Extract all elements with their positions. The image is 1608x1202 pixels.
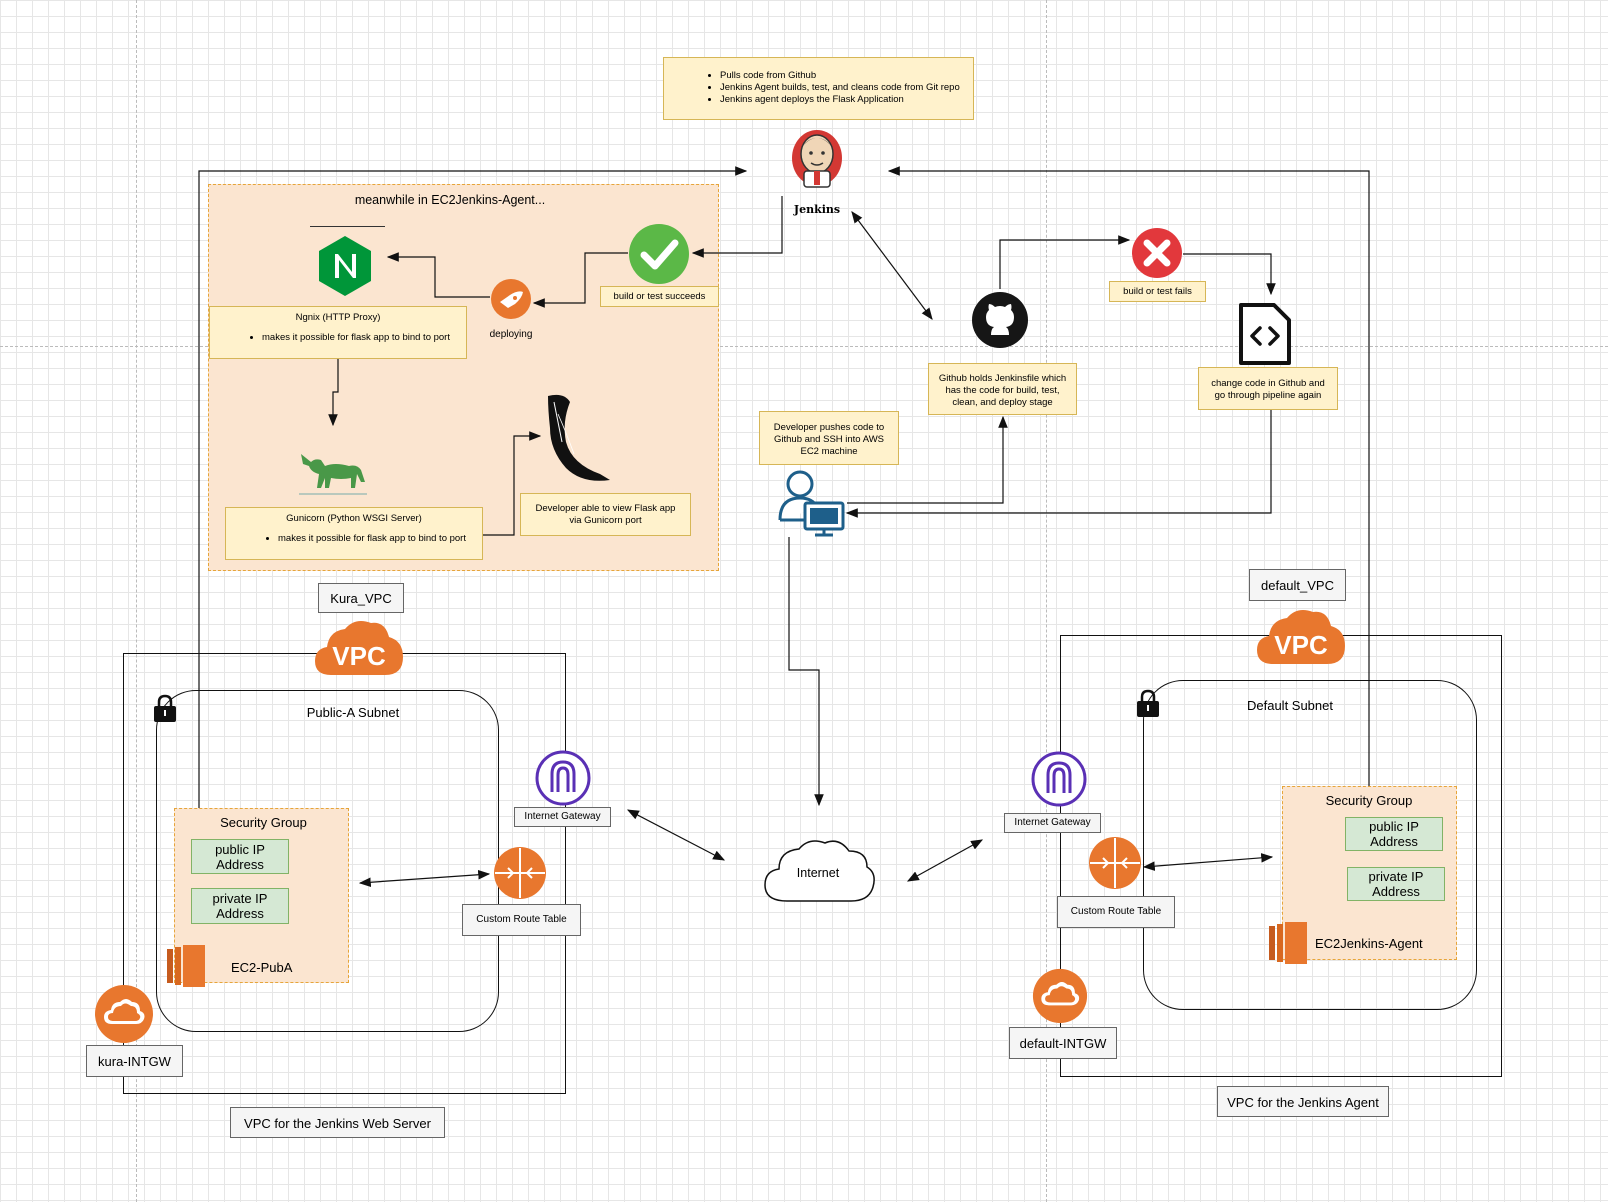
default-intgw-label[interactable]: default-INTGW	[1009, 1027, 1117, 1059]
internet-right-igw-edge	[906, 839, 984, 882]
gunicorn-note[interactable]: Gunicorn (Python WSGI Server) makes it p…	[225, 507, 483, 560]
ec2-icon	[1269, 922, 1307, 964]
github-note[interactable]: Github holds Jenkinsfile which has the c…	[928, 363, 1077, 415]
summary-item: Jenkins Agent builds, test, and cleans c…	[720, 82, 973, 94]
gunicorn-title: Gunicorn (Python WSGI Server)	[286, 513, 422, 524]
developer-icon[interactable]	[777, 468, 847, 538]
intgw-cloud-icon[interactable]	[94, 984, 154, 1044]
page-guide-horizontal	[0, 346, 1608, 347]
internet-gateway-icon[interactable]	[1031, 751, 1087, 807]
gunicorn-bullet: makes it possible for flask app to bind …	[278, 533, 482, 545]
public-a-subnet-title: Public-A Subnet	[306, 705, 400, 720]
vpc-text: VPC	[1274, 630, 1328, 660]
github-icon[interactable]	[971, 291, 1029, 349]
nginx-bullet: makes it possible for flask app to bind …	[262, 332, 466, 344]
left-private-ip[interactable]: private IP Address	[191, 888, 289, 924]
fail-x-icon[interactable]	[1131, 227, 1183, 279]
fail-label[interactable]: build or test fails	[1109, 281, 1206, 302]
jenkins-github-edge	[851, 211, 933, 320]
nginx-note[interactable]: Ngnix (HTTP Proxy) makes it possible for…	[209, 306, 467, 359]
internet-cloud-icon[interactable]	[757, 835, 881, 913]
vpc-text: VPC	[332, 641, 386, 671]
left-sg-title: Security Group	[220, 815, 307, 830]
right-public-ip[interactable]: public IP Address	[1345, 817, 1443, 851]
change-code-note[interactable]: change code in Github and go through pip…	[1198, 367, 1338, 410]
right-private-ip[interactable]: private IP Address	[1347, 867, 1445, 901]
internet-gateway-icon[interactable]	[535, 750, 591, 806]
deploying-label: deploying	[489, 329, 533, 340]
left-route-table-label[interactable]: Custom Route Table	[462, 904, 581, 936]
jenkins-icon	[792, 130, 842, 188]
left-vpc-caption[interactable]: VPC for the Jenkins Web Server	[230, 1107, 445, 1138]
success-check-icon[interactable]	[628, 223, 690, 285]
nginx-icon[interactable]	[316, 234, 374, 298]
nginx-title: Ngnix (HTTP Proxy)	[295, 312, 381, 323]
left-igw-internet-edge	[626, 809, 726, 861]
ec2-icon	[167, 945, 205, 987]
right-igw-label[interactable]: Internet Gateway	[1004, 813, 1101, 833]
left-ec2-name: EC2-PubA	[231, 960, 293, 975]
nginx-underline	[310, 226, 385, 227]
developer-to-internet-edge	[788, 537, 824, 807]
route-table-icon[interactable]	[1088, 836, 1142, 890]
default-subnet-title: Default Subnet	[1246, 698, 1333, 713]
flask-note[interactable]: Developer able to view Flask app via Gun…	[520, 493, 691, 536]
right-vpc-caption[interactable]: VPC for the Jenkins Agent	[1217, 1086, 1389, 1117]
agent-panel-title: meanwhile in EC2Jenkins-Agent...	[354, 193, 546, 207]
deploy-rocket-icon[interactable]	[490, 278, 532, 320]
intgw-cloud-icon[interactable]	[1032, 968, 1088, 1024]
summary-item: Jenkins agent deploys the Flask Applicat…	[720, 94, 973, 106]
kura-vpc-name[interactable]: Kura_VPC	[318, 583, 404, 613]
pipeline-summary-note[interactable]: Pulls code from Github Jenkins Agent bui…	[663, 57, 974, 120]
left-public-ip[interactable]: public IP Address	[191, 839, 289, 874]
summary-item: Pulls code from Github	[720, 70, 973, 82]
developer-note[interactable]: Developer pushes code to Github and SSH …	[759, 411, 899, 465]
internet-label: Internet	[796, 866, 840, 880]
default-vpc-name[interactable]: default_VPC	[1249, 569, 1346, 601]
right-ec2-name: EC2Jenkins-Agent	[1315, 936, 1423, 951]
jenkins-node[interactable]: Jenkins	[786, 126, 848, 216]
vpc-cloud-icon[interactable]: VPC	[1255, 606, 1347, 668]
left-igw-label[interactable]: Internet Gateway	[514, 807, 611, 827]
jenkins-label: Jenkins	[793, 203, 841, 216]
kura-intgw-label[interactable]: kura-INTGW	[86, 1045, 183, 1077]
code-file-icon[interactable]	[1238, 302, 1292, 366]
vpc-cloud-icon[interactable]: VPC	[313, 617, 405, 679]
gunicorn-unicorn-icon[interactable]	[295, 448, 371, 498]
right-route-table-label[interactable]: Custom Route Table	[1057, 896, 1175, 928]
flask-horn-icon[interactable]	[540, 392, 614, 486]
change-to-developer-edge	[845, 410, 1272, 518]
page-guide-vertical-left	[136, 0, 137, 1202]
right-sg-title: Security Group	[1325, 793, 1413, 808]
lock-icon	[154, 694, 176, 722]
route-table-icon[interactable]	[493, 846, 547, 900]
lock-icon	[1137, 689, 1159, 717]
success-label[interactable]: build or test succeeds	[600, 286, 719, 307]
